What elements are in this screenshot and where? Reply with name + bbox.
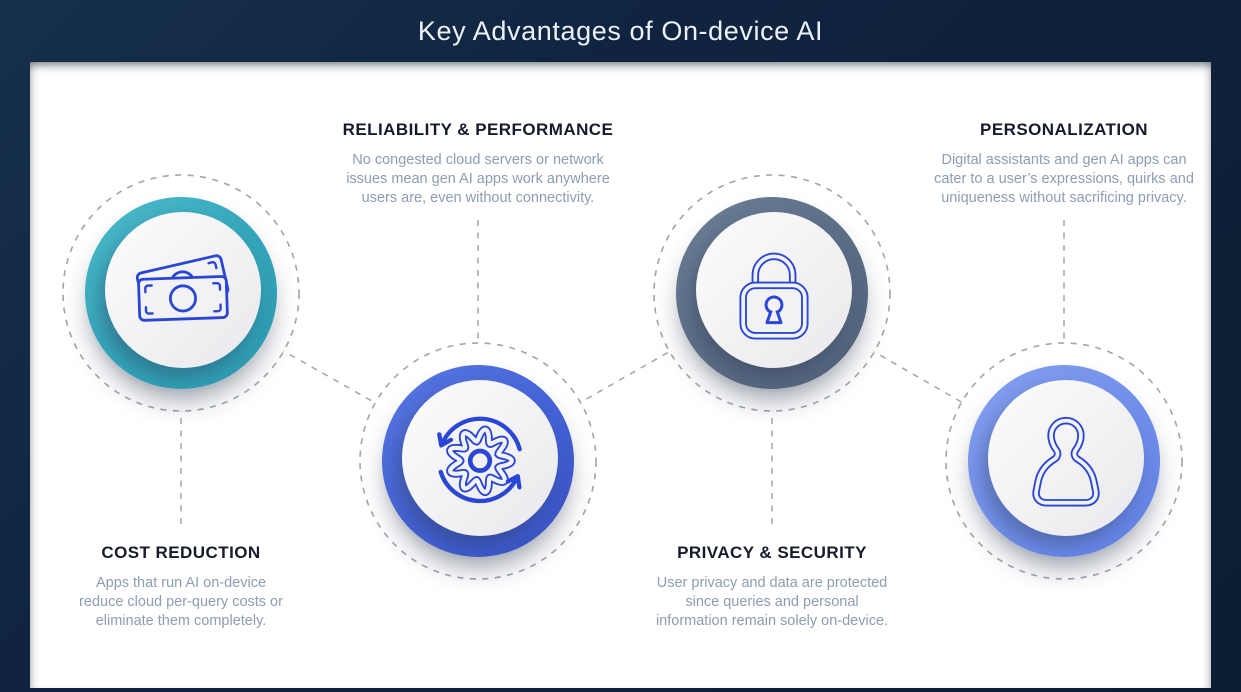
section-description: No congested cloud servers or network is… bbox=[346, 152, 610, 206]
infographic-card: COST REDUCTION Apps that run AI on-devic… bbox=[30, 62, 1211, 688]
reliability-performance-node bbox=[382, 365, 574, 557]
section-description: Apps that run AI on-device reduce cloud … bbox=[79, 575, 283, 629]
lock-icon bbox=[739, 252, 809, 340]
section-title: COST REDUCTION bbox=[101, 543, 261, 562]
sync-gear-icon bbox=[437, 416, 522, 504]
section-title: PRIVACY & SECURITY bbox=[677, 543, 867, 562]
section-title: PERSONALIZATION bbox=[980, 120, 1148, 139]
privacy-inner-circle bbox=[696, 212, 852, 368]
personalization-node bbox=[968, 365, 1160, 557]
page-title: Key Advantages of On-device AI bbox=[417, 15, 824, 46]
cost-reduction-inner-circle bbox=[105, 212, 261, 368]
cost-reduction-node bbox=[85, 197, 277, 389]
section-description: Digital assistants and gen AI apps can c… bbox=[934, 152, 1194, 206]
person-icon bbox=[1032, 416, 1100, 507]
privacy-security-node bbox=[676, 197, 868, 389]
section-personalization: PERSONALIZATION Digital assistants and g… bbox=[894, 120, 1234, 208]
section-privacy-security: PRIVACY & SECURITY User privacy and data… bbox=[622, 543, 922, 631]
section-cost-reduction: COST REDUCTION Apps that run AI on-devic… bbox=[31, 543, 331, 631]
section-description: User privacy and data are protected sinc… bbox=[655, 575, 889, 629]
section-reliability-performance: RELIABILITY & PERFORMANCE No congested c… bbox=[308, 120, 648, 208]
title-bar: Key Advantages of On-device AI bbox=[0, 0, 1241, 62]
section-title: RELIABILITY & PERFORMANCE bbox=[342, 120, 614, 139]
reliability-inner-circle bbox=[402, 380, 558, 536]
money-icon bbox=[135, 254, 230, 322]
personalization-inner-circle bbox=[988, 380, 1144, 536]
